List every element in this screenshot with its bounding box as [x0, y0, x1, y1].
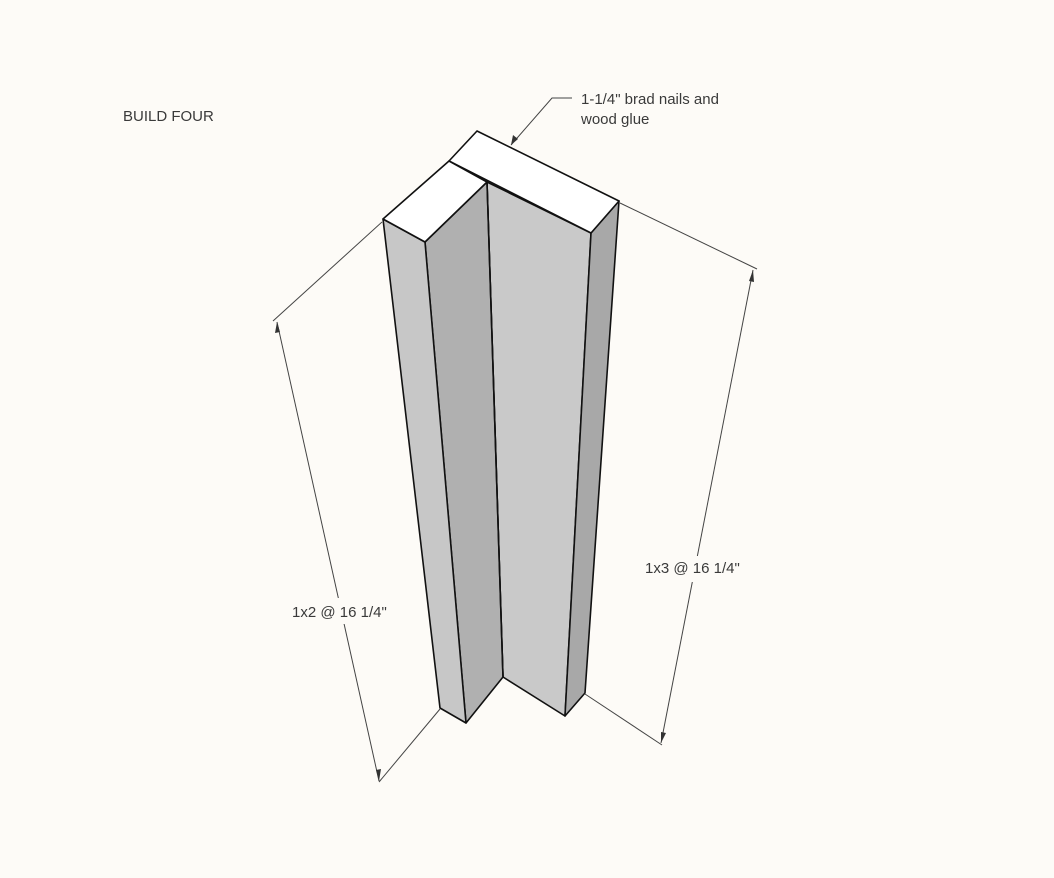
- callout-text-line2: wood glue: [580, 111, 649, 128]
- dimension-right-label: 1x3 @ 16 1/4": [645, 560, 740, 577]
- board-assembly: [382, 130, 620, 724]
- board-joint-line: [486, 181, 504, 678]
- dimension-left: 1x2 @ 16 1/4": [272, 221, 441, 783]
- callout-text-line1: 1-1/4" brad nails and: [581, 91, 719, 108]
- callout-leader: [510, 97, 572, 146]
- dimension-right: 1x3 @ 16 1/4": [584, 202, 758, 746]
- board-1x3-top-end: [448, 130, 620, 234]
- diagram-title: BUILD FOUR: [123, 108, 214, 125]
- dimension-left-label: 1x2 @ 16 1/4": [292, 604, 387, 621]
- board-1x2-top-end: [382, 160, 488, 243]
